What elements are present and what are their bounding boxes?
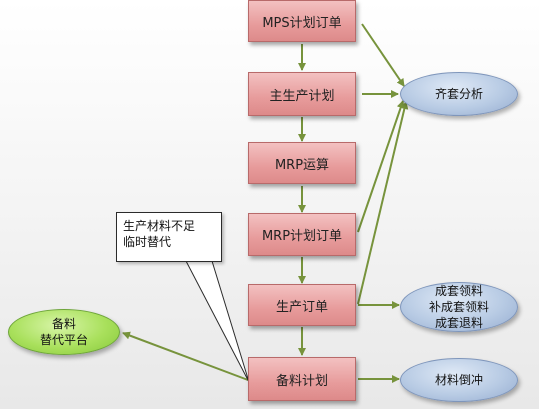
flow-step-production-order[interactable]: 生产订单 bbox=[248, 284, 356, 326]
kit-op-label: 补成套领料 bbox=[428, 300, 489, 314]
substitute-platform-node[interactable]: 备料 替代平台 bbox=[8, 309, 120, 355]
backflush-node[interactable]: 材料倒冲 bbox=[400, 358, 518, 402]
flow-step-material-plan[interactable]: 备料计划 bbox=[248, 357, 356, 401]
flow-step-mrp-run[interactable]: MRP运算 bbox=[248, 142, 356, 184]
kit-operations-node[interactable]: 成套领料 补成套领料 成套退料 bbox=[400, 282, 518, 332]
arrow-mps-to-kitting bbox=[361, 23, 405, 87]
arrow-production-order-to-kitting bbox=[357, 101, 409, 305]
callout-line: 临时替代 bbox=[123, 235, 172, 249]
arrow-mrp-order-to-kitting bbox=[357, 100, 405, 233]
flow-step-label: MRP计划订单 bbox=[261, 229, 343, 244]
shortage-callout: 生产材料不足 临时替代 bbox=[116, 212, 222, 262]
flow-step-label: 生产订单 bbox=[275, 299, 328, 315]
substitute-platform-label: 替代平台 bbox=[39, 333, 88, 347]
flow-step-master-production-plan[interactable]: 主生产计划 bbox=[248, 72, 356, 116]
flow-step-label: 主生产计划 bbox=[269, 88, 335, 104]
kit-op-label: 成套领料 bbox=[434, 284, 483, 298]
flow-step-mps-planned-order[interactable]: MPS计划订单 bbox=[248, 0, 356, 42]
flow-step-label: MRP运算 bbox=[274, 157, 330, 173]
flow-step-mrp-planned-order[interactable]: MRP计划订单 bbox=[248, 213, 356, 256]
kitting-analysis-label: 齐套分析 bbox=[434, 87, 483, 101]
substitute-platform-label: 备料 bbox=[51, 317, 76, 331]
kit-op-label: 成套退料 bbox=[434, 316, 483, 330]
flow-step-label: 备料计划 bbox=[275, 373, 328, 389]
kitting-analysis-node[interactable]: 齐套分析 bbox=[400, 72, 518, 116]
arrow-material-plan-to-substitute bbox=[122, 331, 249, 381]
flow-step-label: MPS计划订单 bbox=[262, 15, 342, 31]
callout-pointer bbox=[185, 260, 250, 383]
callout-line: 生产材料不足 bbox=[123, 219, 196, 233]
backflush-label: 材料倒冲 bbox=[434, 373, 483, 387]
